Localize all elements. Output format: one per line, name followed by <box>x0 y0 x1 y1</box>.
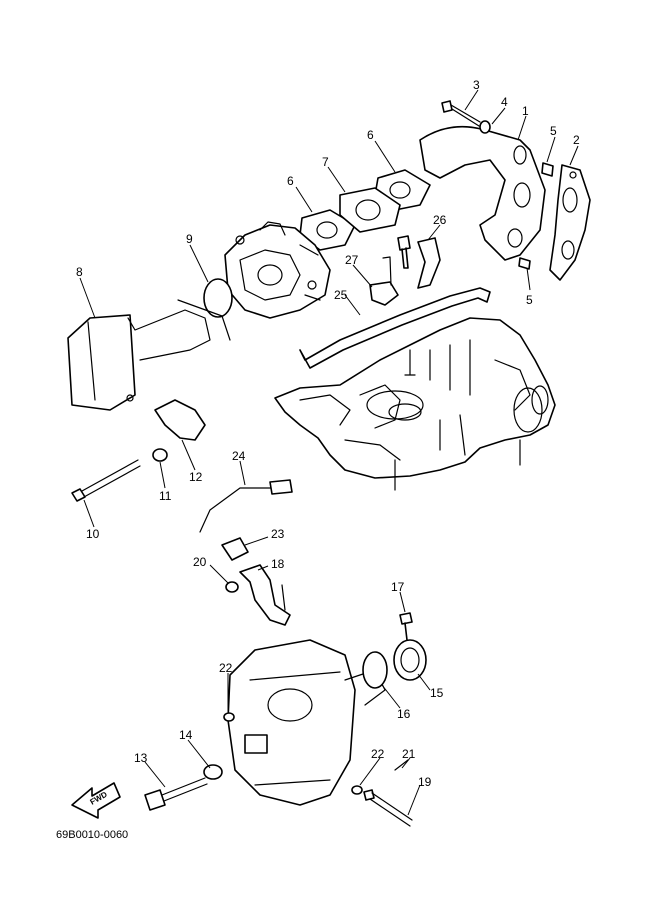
intake-manifold <box>419 125 546 261</box>
callout-9: 9 <box>186 232 193 246</box>
diagram-code: 69B0010-0060 <box>56 829 128 841</box>
callout-23: 23 <box>271 527 285 541</box>
callout-5-lower: 5 <box>526 293 533 307</box>
silencer-bracket <box>154 399 206 441</box>
leader-lines <box>79 89 579 816</box>
engine-block-outline <box>274 317 556 491</box>
callout-labels: 3 4 1 5 2 6 7 6 26 9 27 8 25 5 24 12 11 … <box>76 78 580 789</box>
callout-25: 25 <box>334 288 348 302</box>
manifold-gasket <box>549 164 591 281</box>
lever-washer <box>225 581 239 593</box>
callout-22-left: 22 <box>219 661 233 675</box>
long-bolt <box>71 459 141 502</box>
callout-4: 4 <box>501 95 508 109</box>
manifold-bolt <box>441 100 481 127</box>
callout-10: 10 <box>86 527 100 541</box>
callout-8: 8 <box>76 265 83 279</box>
nut <box>152 448 168 462</box>
fuel-hose <box>299 287 491 369</box>
callout-22-right: 22 <box>371 747 385 761</box>
hose-clip <box>369 281 399 306</box>
callout-5-upper: 5 <box>550 124 557 138</box>
manifold-washer <box>479 120 491 134</box>
callout-12: 12 <box>189 470 203 484</box>
callout-13: 13 <box>134 751 148 765</box>
callout-7: 7 <box>322 155 329 169</box>
screw <box>399 612 413 641</box>
callout-26: 26 <box>433 213 447 227</box>
dowel-pin-lower <box>518 257 531 270</box>
dowel-pin-upper <box>541 162 554 177</box>
pin <box>394 759 409 771</box>
link-rod <box>199 487 276 533</box>
callout-17: 17 <box>391 580 405 594</box>
carburetor <box>224 221 331 319</box>
callout-16: 16 <box>397 707 411 721</box>
shaft-bolt <box>363 789 413 827</box>
callout-1: 1 <box>522 104 529 118</box>
intake-silencer <box>67 299 231 411</box>
callout-18: 18 <box>271 557 285 571</box>
rod-joint <box>221 537 249 561</box>
choke-knob <box>144 777 208 811</box>
silencer-box <box>227 639 386 806</box>
hose-bracket <box>417 237 441 289</box>
callout-15: 15 <box>430 686 444 700</box>
callout-6-lower: 6 <box>287 174 294 188</box>
washer-right <box>351 785 363 795</box>
silencer-gasket <box>362 651 388 689</box>
grommet <box>393 639 427 681</box>
callout-27: 27 <box>345 253 359 267</box>
callout-14: 14 <box>179 728 193 742</box>
callout-3: 3 <box>473 78 480 92</box>
callout-19: 19 <box>418 775 432 789</box>
callout-24: 24 <box>232 449 246 463</box>
carburetor-o-ring <box>203 278 233 318</box>
carburetor-spacer <box>339 187 401 233</box>
callout-6-upper: 6 <box>367 128 374 142</box>
callout-11: 11 <box>159 489 172 503</box>
bracket-bolt <box>397 235 411 269</box>
callout-21: 21 <box>402 747 416 761</box>
forward-arrow-icon: FWD <box>71 782 121 819</box>
washer-left <box>223 712 235 722</box>
callout-2: 2 <box>573 133 580 147</box>
callout-20: 20 <box>193 555 207 569</box>
knob-retainer <box>203 764 223 780</box>
throttle-lever <box>239 564 291 626</box>
